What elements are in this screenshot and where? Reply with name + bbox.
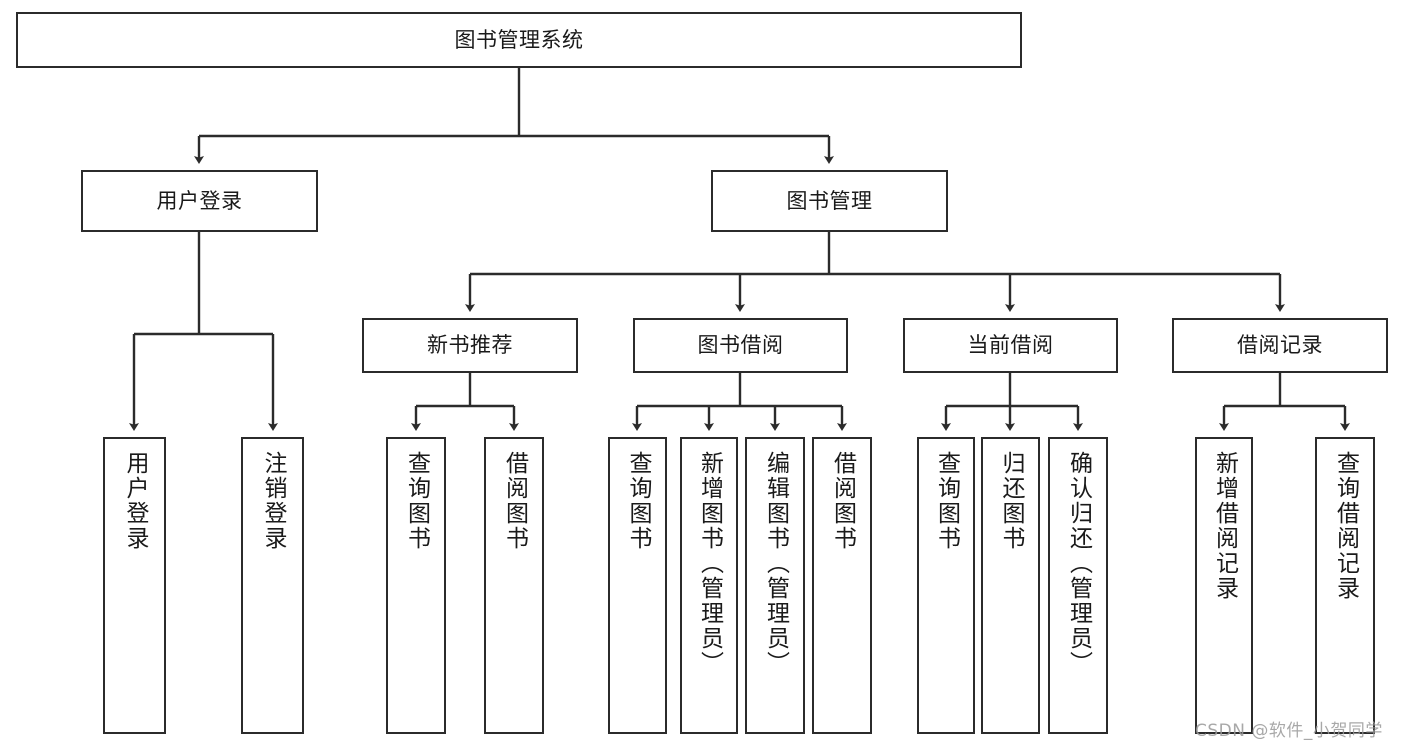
- node-label: 用户登录: [156, 188, 243, 213]
- node-label: 查询图书: [625, 451, 651, 551]
- node-leaf-borrow-book[interactable]: 借阅图书: [812, 437, 872, 734]
- node-label: 图书管理系统: [454, 27, 584, 52]
- node-new-book-recommend[interactable]: 新书推荐: [362, 318, 578, 373]
- node-label: 借阅图书: [829, 451, 856, 551]
- node-root-system[interactable]: 图书管理系统: [16, 12, 1022, 68]
- node-label: 归还图书: [998, 451, 1024, 551]
- node-leaf-edit-book[interactable]: 编辑图书（管理员）: [745, 437, 805, 734]
- node-label: 注销登录: [260, 451, 286, 551]
- node-book-manage[interactable]: 图书管理: [711, 170, 948, 232]
- node-leaf-add-book[interactable]: 新增图书（管理员）: [680, 437, 738, 734]
- node-label: 编辑图书（管理员）: [762, 451, 789, 676]
- csdn-watermark: CSDN @软件_小贺同学: [1195, 721, 1383, 741]
- node-label: 查询图书: [933, 451, 960, 551]
- node-leaf-confirm-return[interactable]: 确认归还（管理员）: [1048, 437, 1108, 734]
- node-book-borrow[interactable]: 图书借阅: [633, 318, 848, 373]
- node-leaf-return-book[interactable]: 归还图书: [981, 437, 1040, 734]
- node-user-login[interactable]: 用户登录: [81, 170, 318, 232]
- node-leaf-query-book-borrow[interactable]: 查询图书: [608, 437, 667, 734]
- node-leaf-borrow-book-recommend[interactable]: 借阅图书: [484, 437, 544, 734]
- node-leaf-user-login[interactable]: 用户登录: [103, 437, 166, 734]
- node-leaf-add-borrow-record[interactable]: 新增借阅记录: [1195, 437, 1253, 734]
- node-leaf-logout[interactable]: 注销登录: [241, 437, 304, 734]
- node-current-borrow[interactable]: 当前借阅: [903, 318, 1118, 373]
- node-leaf-query-book-current[interactable]: 查询图书: [917, 437, 975, 734]
- node-label: 借阅图书: [501, 451, 528, 551]
- node-leaf-query-book-recommend[interactable]: 查询图书: [386, 437, 446, 734]
- node-borrow-record[interactable]: 借阅记录: [1172, 318, 1388, 373]
- node-label: 借阅记录: [1237, 333, 1323, 358]
- node-label: 新增图书（管理员）: [696, 451, 723, 676]
- node-label: 用户登录: [122, 451, 148, 551]
- node-label: 新书推荐: [427, 333, 513, 358]
- node-label: 新增借阅记录: [1211, 451, 1238, 601]
- node-label: 查询图书: [403, 451, 430, 551]
- node-label: 图书管理: [786, 188, 873, 213]
- node-label: 确认归还（管理员）: [1065, 451, 1092, 676]
- node-leaf-query-borrow-record[interactable]: 查询借阅记录: [1315, 437, 1375, 734]
- node-label: 当前借阅: [967, 333, 1054, 358]
- node-label: 图书借阅: [697, 333, 784, 358]
- node-label: 查询借阅记录: [1332, 451, 1359, 601]
